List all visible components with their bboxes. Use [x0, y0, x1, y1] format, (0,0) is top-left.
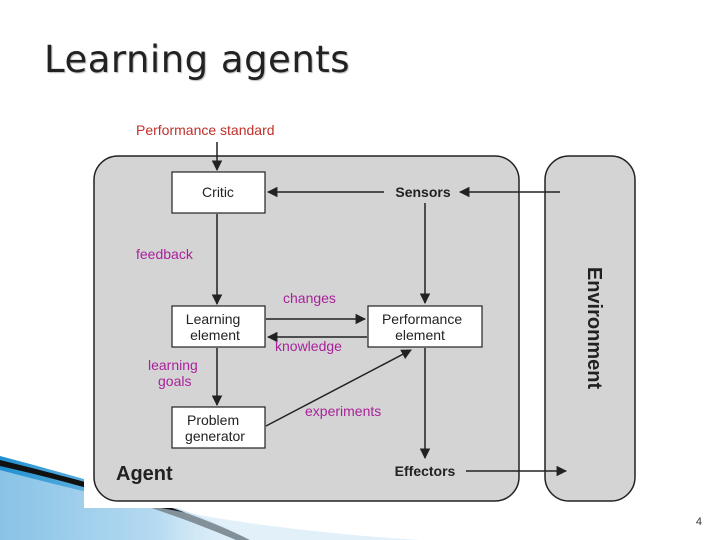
performance-standard-label: Performance standard [136, 122, 275, 138]
performance-element-line2: element [395, 327, 445, 343]
performance-element-box [367, 305, 483, 348]
problem-generator-line2: generator [185, 428, 245, 444]
performance-element-label: Performance element [382, 311, 466, 343]
sensors-label: Sensors [395, 184, 450, 200]
critic-label: Critic [202, 184, 234, 200]
slide-title: Learning agents [44, 38, 351, 81]
environment-container [544, 155, 636, 502]
problem-generator-line1: Problem [187, 412, 239, 428]
diagram-svg: Environment Performance standard Critic … [93, 122, 636, 502]
learning-element-label: Learning element [186, 311, 244, 343]
critic-box [171, 171, 266, 214]
environment-label: Environment [583, 267, 605, 390]
agent-label: Agent [116, 463, 173, 485]
learning-element-line1: Learning [186, 311, 241, 327]
performance-element-line1: Performance [382, 311, 462, 327]
problem-generator-label: Problem generator [185, 412, 245, 444]
learning-goals-line1: learning [148, 357, 198, 373]
learning-element-line2: element [190, 327, 240, 343]
learning-goals-label: learning goals [148, 357, 202, 389]
problem-generator-box [171, 406, 266, 449]
learning-element-box [171, 305, 266, 348]
experiments-label: experiments [305, 403, 381, 419]
learning-goals-line2: goals [158, 373, 191, 389]
effectors-label: Effectors [395, 463, 456, 479]
page-number: 4 [695, 516, 702, 528]
changes-label: changes [283, 290, 336, 306]
feedback-label: feedback [136, 246, 194, 262]
arrow-problem-to-performance [265, 349, 412, 427]
knowledge-label: knowledge [275, 338, 342, 354]
learning-agent-diagram: Environment Performance standard Critic … [84, 108, 648, 508]
